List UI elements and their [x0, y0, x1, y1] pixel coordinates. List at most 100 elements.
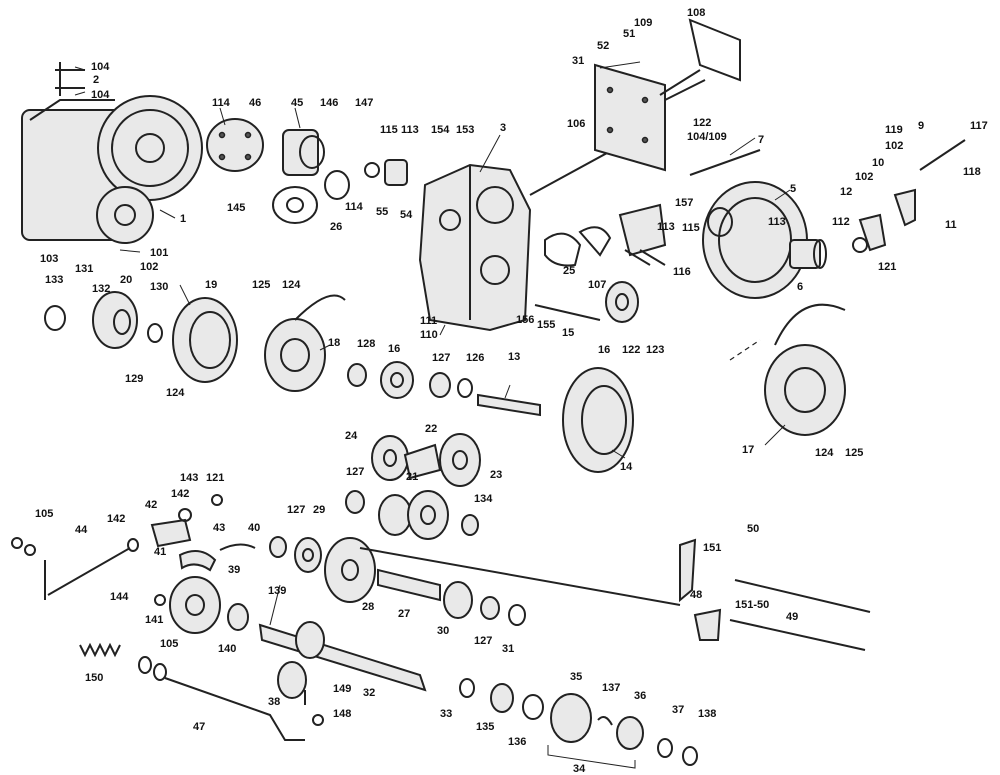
callout-151-50: 151-50	[735, 599, 769, 611]
shaft-13	[477, 393, 541, 417]
callout-102c: 102	[855, 171, 873, 183]
bearing-134	[461, 514, 479, 536]
pin-149-148	[304, 690, 324, 726]
callout-118: 118	[963, 166, 981, 178]
ring-126	[457, 378, 473, 398]
washer-141	[154, 594, 166, 606]
callout-11: 11	[945, 219, 957, 231]
callout-14: 14	[620, 461, 633, 473]
callout-147: 147	[355, 97, 373, 109]
callout-33: 33	[440, 708, 452, 720]
callout-157: 157	[675, 197, 693, 209]
callout-32: 32	[363, 687, 375, 699]
callout-labels: 104 2 104 1 101 102 103 114 46 45 146 14…	[35, 7, 988, 775]
callout-124: 124	[282, 279, 301, 291]
bearing-127d	[480, 596, 500, 620]
callout-155: 155	[537, 319, 555, 331]
pulley-39	[169, 576, 221, 634]
callout-25: 25	[563, 265, 575, 277]
shaft-line-13	[729, 339, 761, 361]
callout-108: 108	[687, 7, 705, 19]
callout-26: 26	[330, 221, 342, 233]
nuts-105	[11, 537, 36, 556]
callout-103: 103	[40, 253, 58, 265]
callout-104a: 104	[91, 61, 110, 73]
callout-125b: 125	[845, 447, 863, 459]
fork-41-42	[150, 494, 256, 572]
bracket-34	[547, 745, 636, 769]
callout-105b: 105	[160, 638, 178, 650]
callout-102b: 102	[885, 140, 903, 152]
callout-135: 135	[476, 721, 494, 733]
callout-127: 127	[432, 352, 450, 364]
callout-131: 131	[75, 263, 93, 275]
hub-16b	[380, 361, 414, 399]
callout-44: 44	[75, 524, 88, 536]
callout-16: 16	[598, 344, 610, 356]
bearing-row-33-138	[459, 678, 698, 766]
callout-46: 46	[249, 97, 261, 109]
mounting-plate-31	[594, 18, 741, 172]
callout-122b: 122	[622, 344, 640, 356]
bolt-104-2	[55, 62, 85, 96]
callout-107: 107	[588, 279, 606, 291]
callout-115b: 115	[682, 222, 700, 234]
callout-30: 30	[437, 625, 449, 637]
cover-plate-46	[206, 118, 264, 172]
callout-6: 6	[797, 281, 803, 293]
seal-130	[147, 323, 163, 343]
callout-142: 142	[107, 513, 125, 525]
callout-101: 101	[150, 247, 168, 259]
gear-21	[378, 490, 449, 540]
shift-shaft-44	[44, 538, 139, 600]
washers-105b	[138, 656, 167, 681]
gear-38	[277, 661, 307, 699]
callout-2: 2	[93, 74, 99, 86]
gear-24	[371, 435, 409, 481]
callout-31: 31	[572, 55, 584, 67]
callout-104-109: 104/109	[687, 131, 727, 143]
callout-117: 117	[970, 120, 988, 132]
callout-48: 48	[690, 589, 702, 601]
callout-12: 12	[840, 186, 852, 198]
callout-3: 3	[500, 122, 506, 134]
callout-1: 1	[180, 213, 186, 225]
small-parts-55-54	[364, 159, 408, 186]
callout-24: 24	[345, 430, 358, 442]
callout-119: 119	[885, 124, 903, 136]
callout-139: 139	[268, 585, 286, 597]
callout-143: 143	[180, 472, 198, 484]
callout-7: 7	[758, 134, 764, 146]
bearing-140	[227, 603, 249, 631]
callout-42: 42	[145, 499, 157, 511]
callout-110: 110	[420, 329, 438, 341]
callout-13: 13	[508, 351, 520, 363]
main-shaft-32	[258, 621, 427, 692]
callout-141: 141	[145, 614, 163, 626]
callout-128: 128	[357, 338, 375, 350]
callout-55: 55	[376, 206, 388, 218]
callout-153: 153	[456, 124, 474, 136]
callout-52: 52	[597, 40, 609, 52]
callout-35: 35	[570, 671, 582, 683]
callout-31b: 31	[502, 643, 514, 655]
callout-41: 41	[154, 546, 166, 558]
rods-49	[729, 579, 871, 651]
callout-109: 109	[634, 17, 652, 29]
gear-22	[403, 443, 442, 480]
callout-23: 23	[490, 469, 502, 481]
callout-145: 145	[227, 202, 245, 214]
shift-bracket-7	[618, 149, 761, 266]
gear-29	[294, 537, 322, 573]
hub-6	[789, 239, 827, 269]
callout-129: 129	[125, 373, 143, 385]
callout-50: 50	[747, 523, 759, 535]
linkage-rod-47	[164, 677, 305, 741]
callout-121b: 121	[206, 472, 224, 484]
lever-assembly-9-10	[852, 139, 966, 253]
long-shaft-line	[359, 547, 681, 606]
callout-125: 125	[252, 279, 270, 291]
callout-114: 114	[212, 97, 231, 109]
callout-29: 29	[313, 504, 325, 516]
